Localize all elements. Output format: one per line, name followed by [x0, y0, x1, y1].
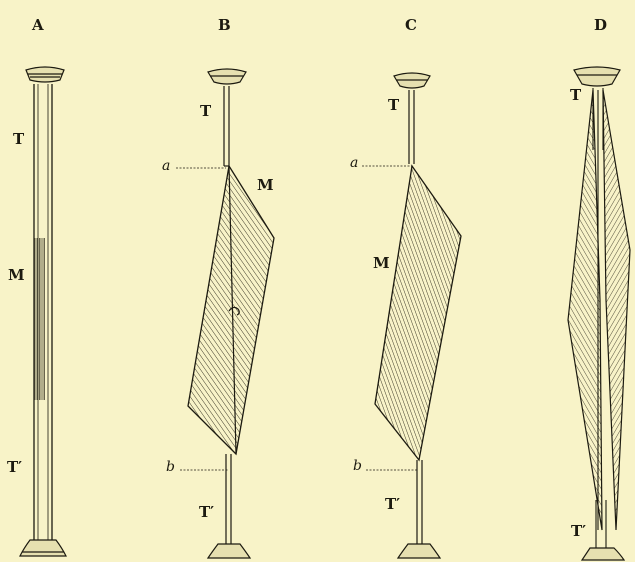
- panel-a-label-tendon-top: T: [13, 132, 24, 147]
- panel-c-muscle-belly: [375, 166, 461, 460]
- panel-b-top-cap: [208, 69, 246, 84]
- panel-d-muscle-right: [603, 90, 630, 530]
- panel-a-title: A: [32, 18, 44, 33]
- panel-b-label-tendon-top: T: [200, 104, 211, 119]
- panel-a-bottom-cap: [20, 540, 66, 556]
- panel-d-label-tendon-bottom: T′: [571, 524, 586, 539]
- panel-b-bottom-cap: [208, 544, 250, 558]
- panel-b-tendon-bottom: [226, 454, 231, 544]
- panel-d-drawing: [568, 67, 630, 560]
- panel-b-label-muscle: M: [257, 178, 274, 193]
- panel-b-drawing: [176, 69, 274, 558]
- panel-a-label-tendon-bottom: T′: [7, 460, 22, 475]
- panel-d-muscle-left: [568, 90, 602, 530]
- panel-d-top-cap: [574, 67, 620, 86]
- panel-c-label-a: a: [350, 156, 358, 171]
- panel-a-label-muscle: M: [8, 268, 25, 283]
- panel-a-top-cap: [26, 67, 64, 82]
- panel-c-title: C: [405, 18, 417, 33]
- panel-c-top-cap: [394, 73, 430, 88]
- panel-c-tendon-top: [409, 90, 414, 164]
- panel-b-muscle-belly: [188, 166, 274, 454]
- panel-b-tendon-top: [224, 86, 229, 166]
- panel-d-label-tendon-top: T: [570, 88, 581, 103]
- panel-b-title: B: [218, 18, 231, 33]
- panel-c-bottom-cap: [398, 544, 440, 558]
- panel-a-muscle-lines: [35, 238, 45, 400]
- panel-c-label-tendon-top: T: [388, 98, 399, 113]
- panel-c-drawing: [362, 73, 461, 558]
- panel-c-label-b: b: [353, 459, 362, 474]
- panel-b-label-b: b: [166, 460, 175, 475]
- panel-b-label-tendon-bottom: T′: [199, 505, 214, 520]
- panel-d-bottom-cap: [582, 548, 624, 560]
- panel-d-title: D: [594, 18, 607, 33]
- panel-c-label-muscle: M: [373, 256, 390, 271]
- panel-c-tendon-bottom: [417, 460, 422, 544]
- panel-c-label-tendon-bottom: T′: [385, 497, 400, 512]
- panel-a-drawing: [20, 67, 66, 556]
- panel-b-label-a: a: [162, 159, 170, 174]
